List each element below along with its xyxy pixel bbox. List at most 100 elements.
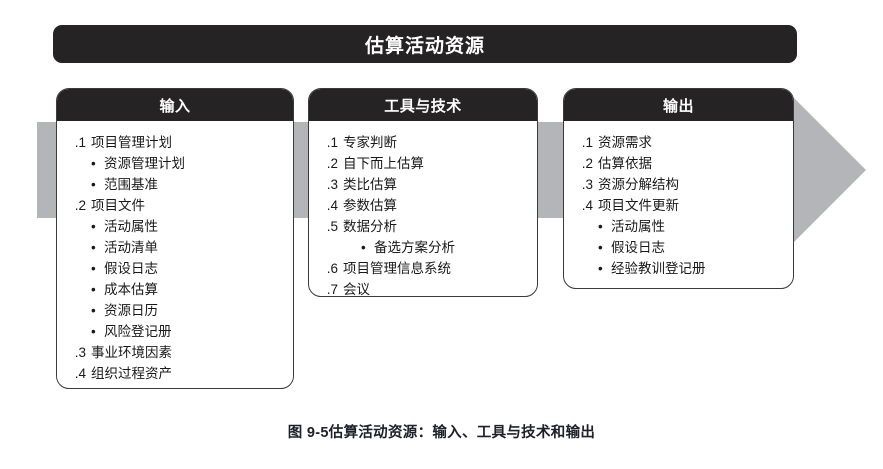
list-item: • 风险登记册 <box>91 321 285 342</box>
item-label: 自下而上估算 <box>343 156 424 171</box>
bullet-icon: • <box>361 240 366 255</box>
item-marker: .3 <box>581 177 593 192</box>
tools-list: .1 专家判断 .2 自下而上估算 .3 类比估算 .4 参数估算 .5 数据分… <box>318 132 529 297</box>
item-label: 备选方案分析 <box>374 240 455 255</box>
item-marker: .1 <box>581 135 593 150</box>
sublist: • 资源管理计划 • 范围基准 <box>91 153 285 195</box>
item-label: 范围基准 <box>104 177 158 192</box>
sublist: • 活动属性 • 活动清单 • 假设日志 • 成本估算 • 资源日历 <box>91 216 285 342</box>
figure-caption: 图 9-5估算活动资源：输入、工具与技术和输出 <box>287 425 596 441</box>
item-marker: .3 <box>326 177 338 192</box>
item-label: 风险登记册 <box>104 324 172 339</box>
item-label: 参数估算 <box>343 198 397 213</box>
item-marker: .4 <box>74 366 86 381</box>
column-inputs-body: .1 项目管理计划 • 资源管理计划 • 范围基准 .2 项目文件 • <box>57 121 293 388</box>
outputs-list: .1 资源需求 .2 估算依据 .3 资源分解结构 .4 项目文件更新 • 活动… <box>573 132 785 279</box>
list-item: • 活动清单 <box>91 237 285 258</box>
diagram-title-bar: 估算活动资源 <box>53 25 797 63</box>
item-marker: .2 <box>326 156 338 171</box>
sublist: • 备选方案分析 <box>361 237 529 258</box>
bullet-icon: • <box>91 240 96 255</box>
list-item: • 假设日志 <box>91 258 285 279</box>
list-item: .7 会议 <box>318 279 529 297</box>
column-outputs: 输出 .1 资源需求 .2 估算依据 .3 资源分解结构 .4 项目文件更新 • <box>563 88 794 289</box>
item-marker: .7 <box>326 282 338 297</box>
column-tools-techniques-header: 工具与技术 <box>309 89 537 121</box>
item-label: 资源管理计划 <box>104 156 185 171</box>
bullet-icon: • <box>598 219 603 234</box>
item-marker: .4 <box>581 198 593 213</box>
item-label: 活动属性 <box>611 219 665 234</box>
item-marker: .5 <box>326 219 338 234</box>
column-tools-techniques: 工具与技术 .1 专家判断 .2 自下而上估算 .3 类比估算 .4 参数估算 … <box>308 88 538 297</box>
list-item: .2 项目文件 <box>66 195 285 216</box>
sublist: • 活动属性 • 假设日志 • 经验教训登记册 <box>598 216 785 279</box>
list-item: .1 资源需求 <box>573 132 785 153</box>
bullet-icon: • <box>91 303 96 318</box>
item-label: 假设日志 <box>104 261 158 276</box>
inputs-list: .1 项目管理计划 • 资源管理计划 • 范围基准 .2 项目文件 • <box>66 132 285 384</box>
list-item: .2 自下而上估算 <box>318 153 529 174</box>
bullet-icon: • <box>598 240 603 255</box>
item-marker: .4 <box>326 198 338 213</box>
item-label: 假设日志 <box>611 240 665 255</box>
list-item: .3 类比估算 <box>318 174 529 195</box>
list-item: .4 项目文件更新 <box>573 195 785 216</box>
item-marker: .2 <box>581 156 593 171</box>
bullet-icon: • <box>91 219 96 234</box>
list-item: • 成本估算 <box>91 279 285 300</box>
item-marker: .1 <box>326 135 338 150</box>
item-label: 会议 <box>343 282 370 297</box>
item-label: 资源需求 <box>598 135 652 150</box>
column-outputs-header: 输出 <box>564 89 793 121</box>
item-label: 事业环境因素 <box>91 345 172 360</box>
column-inputs-title: 输入 <box>159 97 191 115</box>
item-label: 项目管理信息系统 <box>343 261 451 276</box>
list-item: • 备选方案分析 <box>361 237 529 258</box>
item-marker: .1 <box>74 135 86 150</box>
item-label: 活动属性 <box>104 219 158 234</box>
item-label: 专家判断 <box>343 135 397 150</box>
list-item: • 假设日志 <box>598 237 785 258</box>
bullet-icon: • <box>91 156 96 171</box>
column-inputs-header: 输入 <box>57 89 293 121</box>
list-item: .5 数据分析 <box>318 216 529 237</box>
item-label: 项目文件更新 <box>598 198 679 213</box>
item-label: 估算依据 <box>598 156 652 171</box>
bullet-icon: • <box>91 261 96 276</box>
bullet-icon: • <box>91 282 96 297</box>
list-item: • 资源管理计划 <box>91 153 285 174</box>
item-label: 成本估算 <box>104 282 158 297</box>
item-marker: .6 <box>326 261 338 276</box>
column-outputs-body: .1 资源需求 .2 估算依据 .3 资源分解结构 .4 项目文件更新 • 活动… <box>564 121 793 287</box>
item-label: 经验教训登记册 <box>611 261 706 276</box>
column-tools-techniques-title: 工具与技术 <box>384 97 462 115</box>
item-label: 数据分析 <box>343 219 397 234</box>
item-label: 项目文件 <box>91 198 145 213</box>
bullet-icon: • <box>91 324 96 339</box>
column-outputs-title: 输出 <box>662 97 694 115</box>
list-item: • 活动属性 <box>91 216 285 237</box>
diagram-title: 估算活动资源 <box>364 35 485 57</box>
column-tools-techniques-body: .1 专家判断 .2 自下而上估算 .3 类比估算 .4 参数估算 .5 数据分… <box>309 121 537 297</box>
bullet-icon: • <box>91 177 96 192</box>
list-item: • 经验教训登记册 <box>598 258 785 279</box>
item-label: 类比估算 <box>343 177 397 192</box>
item-marker: .3 <box>74 345 86 360</box>
column-inputs: 输入 .1 项目管理计划 • 资源管理计划 • 范围基准 .2 项目文件 <box>56 88 294 389</box>
list-item: .6 项目管理信息系统 <box>318 258 529 279</box>
item-label: 项目管理计划 <box>91 135 172 150</box>
list-item: .3 资源分解结构 <box>573 174 785 195</box>
list-item: • 范围基准 <box>91 174 285 195</box>
item-label: 组织过程资产 <box>91 366 172 381</box>
list-item: • 活动属性 <box>598 216 785 237</box>
item-label: 资源日历 <box>104 303 158 318</box>
list-item: .4 参数估算 <box>318 195 529 216</box>
bullet-icon: • <box>598 261 603 276</box>
list-item: .1 项目管理计划 <box>66 132 285 153</box>
list-item: .1 专家判断 <box>318 132 529 153</box>
item-label: 活动清单 <box>104 240 158 255</box>
list-item: • 资源日历 <box>91 300 285 321</box>
item-label: 资源分解结构 <box>598 177 679 192</box>
item-marker: .2 <box>74 198 86 213</box>
